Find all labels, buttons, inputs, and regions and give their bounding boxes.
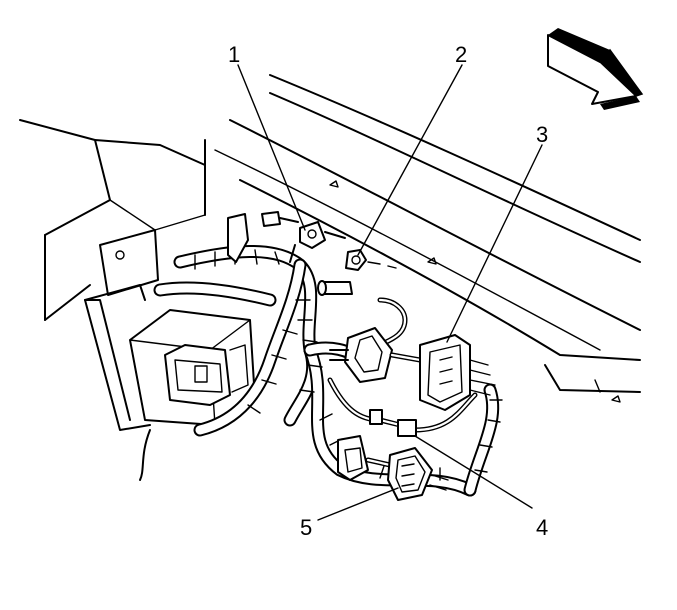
callout-3: 3 <box>536 122 548 147</box>
callout-5: 5 <box>300 515 312 540</box>
nut <box>345 249 397 271</box>
body-panel <box>214 74 641 403</box>
callout-2: 2 <box>455 42 467 67</box>
connector-4 <box>369 409 417 437</box>
connector-5 <box>337 435 449 501</box>
left-bracket-structure <box>19 119 206 431</box>
forward-direction-arrow-icon <box>547 28 644 110</box>
connector-3 <box>389 334 496 411</box>
wire-clip <box>377 297 408 348</box>
harness-connector-female <box>329 327 393 383</box>
leader-lines <box>237 64 543 521</box>
stud-bolt <box>317 280 353 296</box>
callout-1: 1 <box>228 42 240 67</box>
callout-4: 4 <box>536 515 548 540</box>
junction-block <box>129 309 256 481</box>
ground-stud <box>227 211 346 263</box>
